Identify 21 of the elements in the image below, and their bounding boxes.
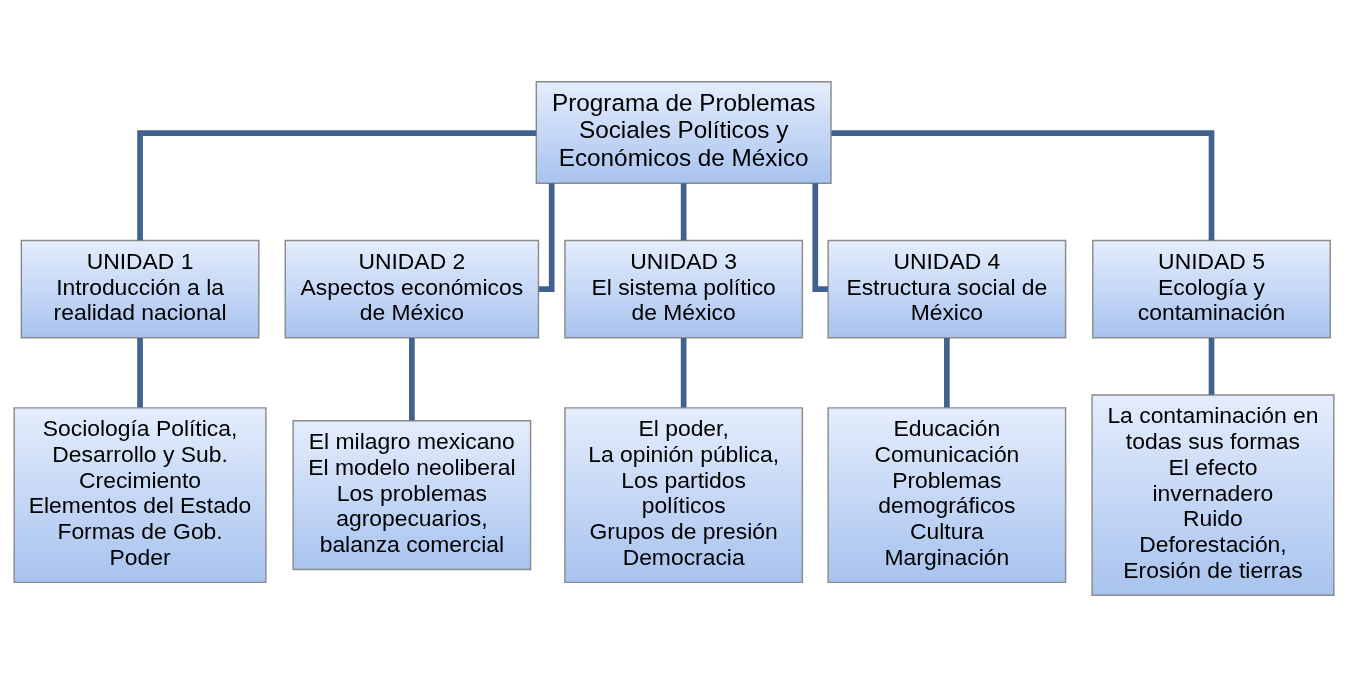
node-box: UNIDAD 3 El sistema político de México — [564, 239, 804, 339]
node-box: UNIDAD 5 Ecología y contaminación — [1092, 239, 1331, 339]
connector — [137, 130, 537, 241]
node-box: UNIDAD 2 Aspectos económicos de México — [284, 239, 540, 339]
connector — [409, 337, 415, 421]
connector — [812, 183, 828, 292]
node-box: El milagro mexicano El modelo neoliberal Los problemas agropecuarios, balanza comercial — [292, 420, 532, 571]
node-box: UNIDAD 1 Introducción a la realidad nacional — [20, 239, 260, 339]
connector — [680, 183, 687, 241]
node-box: Educación Comunicación Problemas demográficos Cultura Marginación — [827, 407, 1067, 584]
node-box: Programa de Problemas Sociales Políticos y Económicos de México — [535, 81, 832, 184]
node-box: Sociología Política, Desarrollo y Sub. Crecimiento Elementos del Estado Formas de Gob. Poder — [13, 407, 267, 584]
connector — [538, 183, 555, 292]
connector — [680, 337, 687, 408]
node-box: El poder, La opinión pública, Los partidos políticos Grupos de presión Democracia — [564, 407, 804, 584]
node-box: La contaminación en todas sus formas El efecto invernadero Ruido Deforestación, Erosión de tierras — [1091, 394, 1335, 596]
connector — [137, 337, 143, 408]
connector — [831, 130, 1215, 241]
connector — [944, 337, 950, 408]
connector — [1208, 337, 1215, 395]
node-box: UNIDAD 4 Estructura social de México — [827, 239, 1067, 339]
